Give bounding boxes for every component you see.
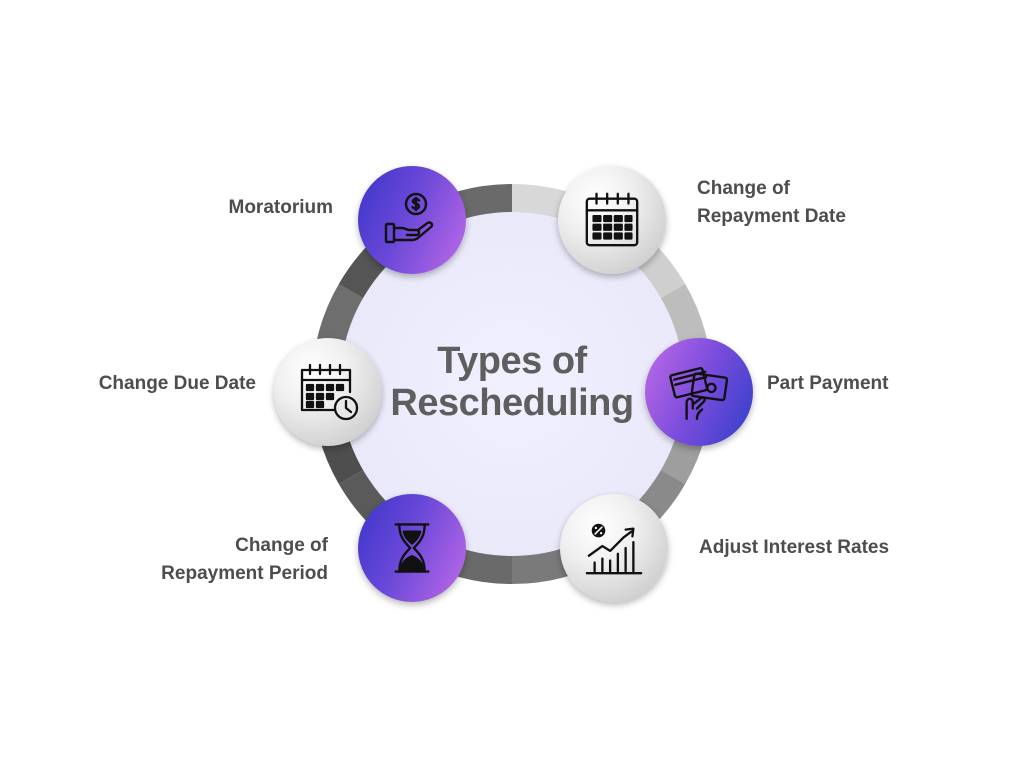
- diagram-title: Types of Rescheduling: [362, 340, 662, 424]
- interest-chart-icon: [585, 523, 643, 575]
- node-change-of-repayment-date: [558, 166, 666, 274]
- label-change-of-repayment-period: Change of Repayment Period: [161, 532, 328, 588]
- node-change-due-date: [274, 338, 382, 446]
- card-payment-icon: [669, 366, 729, 420]
- money-hand-icon: [384, 192, 434, 244]
- calendar-clock-icon: [300, 363, 359, 421]
- node-moratorium: [358, 166, 466, 274]
- label-change-due-date-line-1: Change Due Date: [98, 373, 256, 394]
- label-adjust-interest-rates: Adjust Interest Rates: [699, 534, 889, 562]
- label-moratorium-line-1: Moratorium: [228, 197, 334, 218]
- label-change-of-repayment-date-line-1: Change of: [697, 178, 790, 199]
- calendar-icon: [585, 192, 639, 247]
- node-adjust-interest-rates: [560, 494, 668, 602]
- center-disc: [340, 212, 684, 556]
- hourglass-icon: [394, 523, 430, 573]
- label-change-due-date: Change Due Date: [99, 370, 256, 398]
- label-part-payment: Part Payment: [767, 370, 888, 398]
- label-adjust-interest-rates-line-1: Adjust Interest Rates: [699, 537, 890, 558]
- label-change-of-repayment-period-line-2: Repayment Period: [161, 563, 328, 584]
- title-line-2: Rescheduling: [390, 382, 634, 424]
- label-change-of-repayment-date: Change of Repayment Date: [697, 175, 846, 231]
- label-change-of-repayment-date-line-2: Repayment Date: [697, 206, 846, 227]
- title-line-1: Types of: [437, 340, 587, 382]
- label-change-of-repayment-period-line-1: Change of: [235, 535, 328, 556]
- label-part-payment-line-1: Part Payment: [767, 373, 889, 394]
- label-moratorium: Moratorium: [229, 194, 334, 222]
- node-change-of-repayment-period: [358, 494, 466, 602]
- node-part-payment: [645, 338, 753, 446]
